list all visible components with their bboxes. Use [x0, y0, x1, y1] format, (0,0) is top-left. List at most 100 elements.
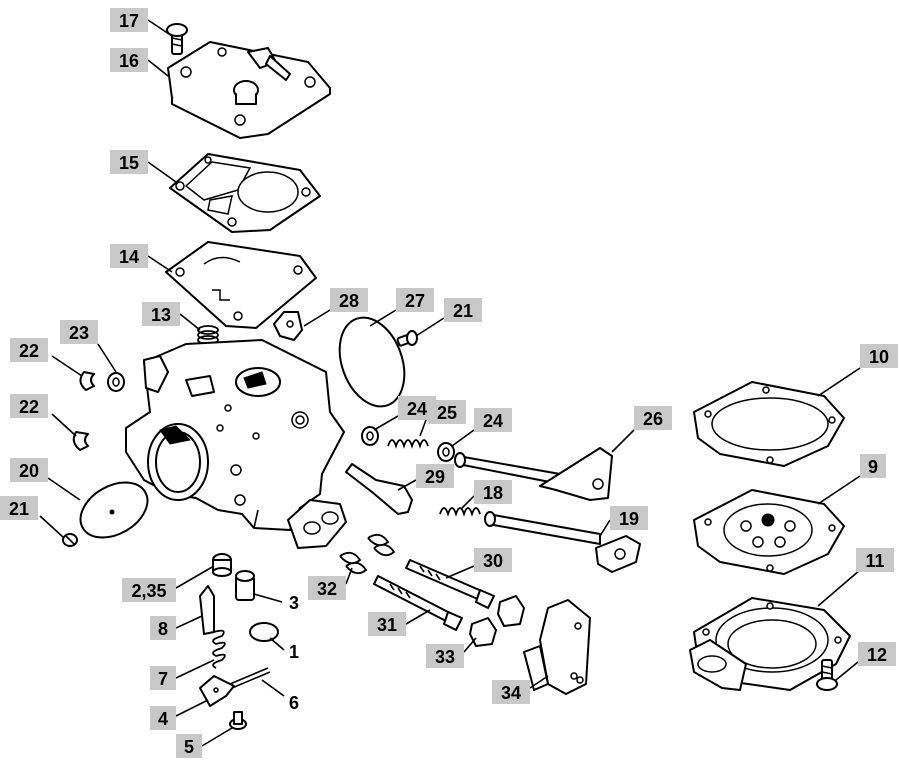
callout-label: 34 [501, 683, 521, 703]
callout-label: 24 [483, 411, 503, 431]
callout-label: 33 [435, 647, 455, 667]
callout-1: 1 [269, 637, 299, 662]
callout-label: 18 [483, 483, 503, 503]
part-18-spring [439, 507, 481, 517]
callout-label: 11 [865, 551, 884, 571]
callout-label: 21 [453, 301, 473, 321]
callout-12: 12 [835, 642, 896, 681]
callout-15: 15 [110, 150, 177, 183]
part-16-cover [167, 41, 331, 139]
callout-label: 27 [405, 291, 425, 311]
part-31-needle [373, 575, 463, 631]
callout-22-lower: 22 [10, 394, 77, 437]
callout-label: 8 [158, 619, 168, 639]
part-21-screw-upper [396, 330, 418, 347]
part-20-disc [79, 481, 149, 539]
callout-label: 32 [317, 579, 337, 599]
callout-18: 18 [461, 480, 512, 509]
callout-label: 14 [119, 247, 139, 267]
callout-label: 1 [289, 642, 299, 662]
callout-label: 23 [69, 323, 89, 343]
part-27-disc [338, 316, 406, 408]
part-2-35-cap [212, 553, 232, 577]
part-15-gasket [169, 153, 321, 233]
part-25-spring [387, 439, 429, 449]
callout-11: 11 [817, 548, 894, 607]
callout-17: 17 [110, 8, 173, 37]
callout-8: 8 [150, 615, 203, 640]
callout-label: 2,35 [131, 581, 166, 601]
callout-label: 4 [158, 709, 168, 729]
callout-28: 28 [303, 288, 368, 327]
callout-4: 4 [150, 699, 209, 730]
part-12-screw [816, 659, 838, 691]
callout-14: 14 [110, 244, 173, 273]
part-24-washer-right [437, 442, 455, 462]
callout-25: 25 [419, 400, 466, 437]
callout-label: 13 [151, 305, 171, 325]
callout-label: 15 [119, 153, 139, 173]
part-34-bracket [523, 599, 591, 695]
callout-34: 34 [492, 675, 549, 704]
callout-26: 26 [611, 406, 672, 453]
callout-label: 25 [437, 403, 457, 423]
callout-label: 21 [9, 499, 29, 519]
callout-label: 29 [425, 467, 445, 487]
callout-9: 9 [817, 454, 886, 505]
callout-3: 3 [253, 593, 299, 613]
part-33-limiter-caps [469, 595, 525, 647]
part-5-screw [229, 711, 247, 730]
part-23-washer [107, 372, 125, 392]
callout-23: 23 [60, 320, 117, 373]
callout-31: 31 [368, 609, 431, 636]
part-22-clip-lower [72, 431, 89, 451]
callout-label: 6 [289, 693, 299, 713]
callout-21-lower: 21 [0, 496, 65, 539]
callout-label: 26 [643, 409, 663, 429]
part-9-diaphragm [693, 489, 845, 575]
callout-label: 20 [19, 461, 39, 481]
callout-7: 7 [150, 659, 215, 690]
part-14-diaphragm [165, 241, 317, 329]
part-11-pump-cover [689, 597, 851, 691]
callout-label: 16 [119, 51, 139, 71]
part-22-clip-upper [79, 371, 95, 391]
callout-label: 10 [869, 347, 889, 367]
callout-5: 5 [176, 727, 233, 758]
callout-24-right: 24 [451, 408, 512, 447]
callout-20: 20 [10, 458, 81, 501]
callout-27: 27 [369, 288, 434, 327]
part-1-disc [249, 622, 279, 642]
callout-label: 17 [119, 11, 139, 31]
callout-label: 30 [483, 551, 503, 571]
carburetor-body [125, 339, 347, 549]
part-6-pin [229, 667, 271, 689]
callout-21-upper: 21 [415, 298, 482, 337]
part-3-plug [235, 570, 255, 601]
callout-label: 12 [867, 645, 887, 665]
part-7-spring [212, 629, 226, 669]
callout-10: 10 [817, 344, 898, 397]
callout-label: 24 [407, 399, 427, 419]
callout-label: 19 [619, 509, 639, 529]
callout-32: 32 [308, 567, 353, 600]
callout-22-upper: 22 [10, 338, 83, 377]
callout-13: 13 [142, 302, 201, 331]
callout-label: 3 [289, 593, 299, 613]
callout-29: 29 [397, 464, 454, 491]
callout-label: 5 [184, 737, 194, 757]
callout-label: 22 [19, 341, 39, 361]
part-28-plate [273, 311, 303, 341]
part-8-needle-valve [199, 585, 215, 635]
callout-33: 33 [426, 637, 477, 668]
callout-6: 6 [261, 679, 299, 713]
part-30-needle [405, 559, 495, 609]
callout-label: 31 [377, 615, 397, 635]
part-10-gasket [693, 381, 845, 467]
part-32-springs [339, 533, 396, 575]
part-17-screw [166, 23, 188, 55]
callout-19: 19 [599, 506, 648, 537]
callout-30: 30 [445, 548, 512, 579]
part-19-choke-shaft [484, 511, 641, 573]
